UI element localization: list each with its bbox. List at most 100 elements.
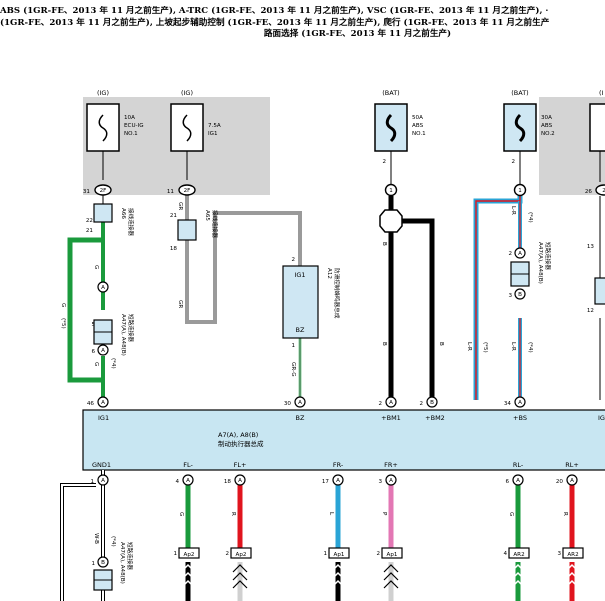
pin-label: IG bbox=[598, 414, 605, 422]
fuse-partial-right: (I bbox=[589, 89, 605, 182]
buzzer-label-top: IG1 bbox=[294, 271, 305, 279]
connector-code: A47(A), A48(B) bbox=[119, 542, 125, 584]
fuse-source: (BAT) bbox=[382, 89, 399, 97]
fuse-abs-no1: (BAT) 2 50A ABS NO.1 bbox=[374, 89, 426, 185]
sensor-connector-fr-plus: 2 Ap1 bbox=[376, 547, 403, 601]
pin-number: 26 bbox=[585, 189, 593, 195]
pin-label: GND1 bbox=[92, 461, 111, 469]
pin-number: 22 bbox=[86, 218, 93, 224]
pin-number: 11 bbox=[167, 189, 175, 195]
pin-number: 2 bbox=[291, 257, 295, 263]
connector-id: 1 bbox=[389, 188, 393, 194]
pin-number: 17 bbox=[322, 479, 330, 485]
pin-number: 6 bbox=[505, 479, 509, 485]
pin-number: 4 bbox=[503, 551, 507, 557]
pin-number: 12 bbox=[587, 308, 594, 314]
ecu-pin-ig1: 46 A bbox=[87, 396, 109, 408]
connector-name: 防滑控制蜂鸣器总成 bbox=[333, 268, 341, 319]
junction-connector-a65: 21 18 A65 接线连接器 bbox=[170, 210, 219, 252]
connector-2f-31: 31 2F bbox=[83, 184, 112, 196]
pin-number: 3 bbox=[378, 479, 382, 485]
pin-label: RL+ bbox=[565, 461, 579, 469]
connector-code: A66 bbox=[120, 208, 126, 219]
wire-note: (*4) bbox=[110, 358, 116, 369]
sensor-code: Ap1 bbox=[387, 552, 398, 558]
header-line-3: 路面选择 (1GR-FE、2013 年 11 月之前生产) bbox=[263, 29, 452, 40]
sensor-code: Ap2 bbox=[236, 552, 247, 558]
wire-color-label: B bbox=[438, 342, 444, 346]
connector-code: A47(A), A48(B) bbox=[120, 314, 126, 356]
wire-color-label: G bbox=[93, 362, 99, 366]
connector-id: 1 bbox=[518, 188, 522, 194]
pin-number: 46 bbox=[87, 401, 95, 407]
pin-number: 1 bbox=[91, 561, 95, 567]
wire-color-label: L-R bbox=[466, 342, 472, 351]
buzzer-label-bottom: BZ bbox=[296, 326, 305, 334]
pin-label: FR+ bbox=[384, 461, 398, 469]
pin-number: 13 bbox=[587, 244, 595, 250]
wire-note: (*4) bbox=[527, 342, 533, 353]
header-line-1: ABS (1GR-FE、2013 年 11 月之前生产), A-TRC (1GR… bbox=[0, 6, 549, 16]
connector-id: A bbox=[101, 348, 105, 354]
wire-color-label: G bbox=[93, 265, 99, 269]
connector-id: 2 bbox=[602, 188, 605, 194]
sensor-wire-labels: G R L P G R bbox=[178, 512, 568, 516]
connector-id: A bbox=[336, 478, 340, 484]
sensor-code: Ap2 bbox=[184, 552, 195, 558]
wire-color-label: R bbox=[230, 512, 236, 516]
fuse-source: (I bbox=[599, 89, 604, 97]
fuse-name-2: NO.1 bbox=[412, 131, 426, 137]
sensor-connector-fl-plus: 2 Ap2 bbox=[225, 547, 252, 601]
fuse-name: IG1 bbox=[208, 131, 218, 137]
pin-number: 2 bbox=[419, 401, 423, 407]
pin-label: FR- bbox=[333, 461, 344, 469]
connector-1-bat2: 1 bbox=[513, 183, 527, 197]
pin-number: 4 bbox=[175, 479, 179, 485]
sensor-code: AR2 bbox=[513, 552, 524, 558]
wire-labels: G (*5) G G (*4) GR GR GR-G B B B L-R (*4… bbox=[60, 202, 533, 377]
pin-number: 1 bbox=[291, 343, 295, 349]
connector-id: A bbox=[101, 400, 105, 406]
pin-number: 2 bbox=[376, 551, 380, 557]
connector-id: A bbox=[101, 285, 105, 291]
brake-actuator-ecu: IG1 BZ +BM1 +BM2 +BS IG A7(A), A8(B) 制动执… bbox=[82, 409, 605, 471]
header-line-2: (1GR-FE、2013 年 11 月之前生产), 上坡起步辅助控制 (1GR-… bbox=[0, 17, 550, 28]
connector-id: B bbox=[430, 400, 434, 406]
fuse-name-2: NO.1 bbox=[124, 131, 138, 137]
fuse-rating: 10A bbox=[124, 115, 135, 121]
connector-id: A bbox=[518, 400, 522, 406]
pin-number: 2 bbox=[225, 551, 229, 557]
pin-number: 34 bbox=[504, 401, 512, 407]
wire-note: (*5) bbox=[482, 342, 488, 353]
connector-id: A bbox=[570, 478, 574, 484]
junction-connector-a66: 22 21 A66 接线连接器 bbox=[86, 203, 135, 236]
pin-number: 21 bbox=[86, 228, 94, 234]
wire-color-label: R bbox=[562, 512, 568, 516]
wire-color-label: G bbox=[178, 512, 184, 516]
connector-id: 2F bbox=[184, 188, 191, 194]
fuse-pin: 2 bbox=[382, 159, 386, 165]
pin-label: +BS bbox=[513, 414, 527, 422]
fuse-source: (IG) bbox=[97, 89, 109, 97]
pin-label: +BM2 bbox=[425, 414, 445, 422]
fuse-source: (IG) bbox=[181, 89, 193, 97]
connector-code: A47(A), A48(B) bbox=[537, 242, 543, 284]
pin-number: 30 bbox=[284, 401, 292, 407]
connector-1-bat1: 1 bbox=[384, 183, 398, 197]
pin-number: 18 bbox=[224, 479, 232, 485]
wire-ig-ecu-ig bbox=[67, 190, 105, 400]
short-connector-a47-left: A 5 A 6 A47(A), A48(B) 短路连接器 bbox=[91, 281, 135, 356]
sensor-connector-rl-minus: 4 AR2 bbox=[503, 547, 530, 601]
wire-color-label: B bbox=[381, 242, 387, 246]
fuse-name: ABS bbox=[541, 123, 553, 129]
connector-name: 短路连接器 bbox=[126, 542, 134, 570]
fuse-ecu-ig-no1: (IG) 10A ECU-IG NO.1 bbox=[86, 89, 144, 180]
fuse-rating: 7.5A bbox=[208, 123, 221, 129]
